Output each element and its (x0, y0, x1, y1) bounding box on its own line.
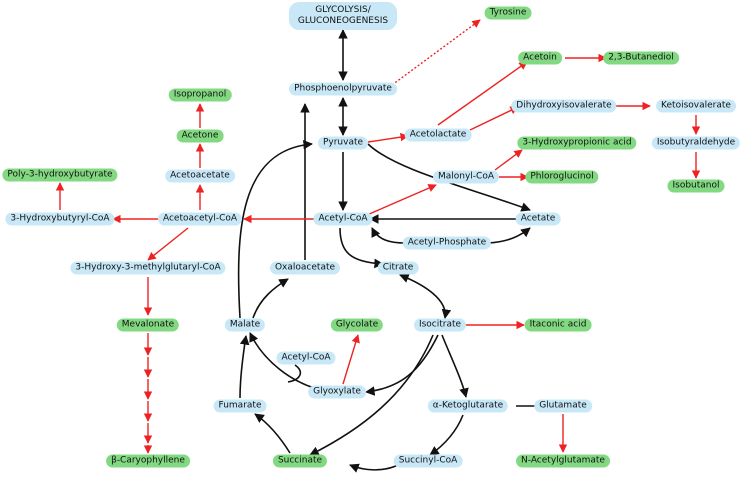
node-acetoacetate: Acetoacetate (165, 169, 235, 183)
node-phb: Poly-3-hydroxybutyrate (2, 168, 118, 182)
node-fumarate: Fumarate (213, 399, 267, 413)
node-glyoxylate: Glyoxylate (308, 385, 366, 399)
node-malonyl: Malonyl-CoA (432, 170, 500, 184)
node-oxaloacetate: Oxaloacetate (269, 261, 341, 275)
node-acetolactate: Acetolactate (404, 128, 472, 142)
node-isobutanol: Isobutanol (667, 179, 725, 193)
node-isobutyraldehyde: Isobutyraldehyde (651, 136, 741, 150)
node-dihydroxy: Dihydroxyisovalerate (511, 99, 617, 113)
arrow-glyoxylate-glycolate (342, 334, 360, 385)
node-phloroglucinol: Phloroglucinol (525, 170, 599, 184)
node-succinylcoa: Succinyl-CoA (393, 454, 463, 468)
node-acetylphos: Acetyl-Phosphate (402, 236, 492, 250)
node-hbcoa: 3-Hydroxybutyryl-CoA (5, 212, 115, 226)
arrow-fumarate-malate (239, 335, 250, 399)
node-pep: Phosphoenolpyruvate (289, 82, 397, 96)
node-ketoiso: Ketoisovalerate (656, 99, 736, 113)
arrow-citrate-isocitrate (399, 273, 452, 319)
arrow-malate-pyruvate (237, 139, 313, 319)
arrow-isocitrate-akg (441, 334, 469, 398)
native-arrows (237, 29, 561, 473)
arrow-acetylcoa-malonyl (366, 184, 437, 216)
node-nacetylglutamate: N-Acetylglutamate (516, 454, 610, 468)
node-glycolysis: GLYCOLYSIS/ GLUCONEOGENESIS (289, 2, 397, 30)
node-isocitrate: Isocitrate (413, 318, 467, 332)
arrow-acetylphos-acetate (487, 227, 531, 244)
node-akg: α-Ketoglutarate (427, 399, 509, 413)
arrow-acetoacetylcoa-hmgcoa (147, 227, 189, 261)
arrow-succinylcoa-succinate (349, 463, 399, 473)
arrow-acetylcoa2-join (287, 364, 302, 383)
node-caryophyllene: β-Caryophyllene (106, 454, 190, 468)
node-glycolate: Glycolate (330, 318, 384, 332)
node-hydroxyprop: 3-Hydroxypropionic acid (517, 136, 637, 150)
node-mevalonate: Mevalonate (116, 318, 180, 332)
node-acetoin: Acetoin (518, 51, 562, 65)
arrow-malonyl-hydroxyprop (494, 149, 523, 171)
node-acetoacetylcoa: Acetoacetyl-CoA (157, 212, 243, 226)
arrow-acetylcoa-acetylphos (371, 227, 406, 244)
arrow-pep-tyrosine (391, 19, 481, 86)
engineered-arrows (55, 19, 701, 454)
node-tyrosine: Tyrosine (484, 6, 532, 20)
node-glutamate: Glutamate (534, 399, 592, 413)
node-pyruvate: Pyruvate (317, 136, 369, 150)
node-succinate: Succinate (272, 454, 328, 468)
node-isopropanol: Isopropanol (168, 88, 232, 102)
arrow-isocitrate-glyoxylate (365, 334, 439, 396)
node-acetylcoa: Acetyl-CoA (313, 212, 373, 226)
node-itaconic: Itaconic acid (524, 318, 592, 332)
node-acetylcoa-glyoxylate-shunt: Acetyl-CoA (276, 351, 336, 365)
arrow-isocitrate-succinate (309, 334, 434, 456)
node-butanediol: 2,3-Butanediol (603, 51, 679, 65)
node-citrate: Citrate (377, 261, 419, 275)
arrow-akg-succinylcoa (429, 414, 464, 456)
node-acetone: Acetone (176, 129, 224, 143)
arrow-malate-oxaloacetate (252, 278, 289, 319)
arrow-succinate-fumarate (254, 413, 291, 454)
node-malate: Malate (224, 318, 266, 332)
node-hmgcoa: 3-Hydroxy-3-methylglutaryl-CoA (70, 261, 226, 275)
arrow-pyruvate-acetolactate (367, 132, 409, 143)
node-acetate: Acetate (515, 212, 561, 226)
arrow-acetylcoa-citrate (339, 227, 384, 269)
arrow-acetolactate-dihydroxy (469, 106, 519, 131)
arrow-acetolactate-acetoin (437, 61, 528, 126)
